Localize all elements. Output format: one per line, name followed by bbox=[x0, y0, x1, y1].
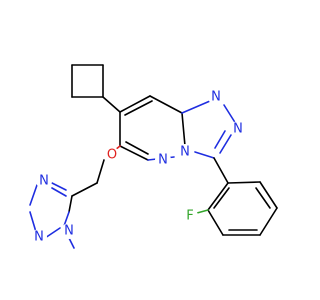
atom-n-label: N bbox=[211, 90, 221, 105]
methyl-triazole-ring bbox=[29, 181, 98, 249]
bond bbox=[207, 182, 229, 211]
bond bbox=[29, 184, 38, 206]
bond bbox=[223, 104, 237, 125]
cyclobutyl-group bbox=[71, 64, 121, 113]
bond bbox=[255, 187, 271, 209]
atom-labels: N N N N O F N N N bbox=[31, 89, 246, 245]
bond bbox=[196, 209, 209, 214]
atom-n-label: N bbox=[233, 122, 243, 137]
atom-n-label: N bbox=[158, 153, 168, 168]
atom-label-background bbox=[182, 208, 198, 224]
bond bbox=[219, 134, 232, 154]
atom-label-background bbox=[31, 229, 47, 245]
bond bbox=[49, 181, 67, 191]
bond bbox=[71, 182, 98, 197]
bond bbox=[213, 187, 230, 209]
bond bbox=[259, 207, 278, 236]
bond bbox=[194, 151, 215, 159]
bond bbox=[207, 209, 224, 236]
bond bbox=[213, 157, 229, 184]
atom-label-background bbox=[104, 147, 120, 163]
fused-triazole-ring bbox=[181, 100, 237, 159]
atom-n-label: N bbox=[64, 224, 74, 239]
bond bbox=[96, 159, 105, 184]
atom-n-label: N bbox=[180, 145, 190, 160]
atom-label-background bbox=[61, 223, 77, 239]
atom-o-label: O bbox=[107, 148, 117, 163]
bond bbox=[119, 145, 149, 161]
atom-n-label: N bbox=[39, 174, 49, 189]
bond bbox=[102, 96, 121, 113]
pyridazine-ring bbox=[119, 95, 186, 161]
bond bbox=[125, 141, 149, 155]
bond bbox=[63, 211, 70, 227]
bond bbox=[51, 187, 67, 197]
atom-label-background bbox=[177, 144, 193, 160]
bond bbox=[124, 100, 153, 116]
atom-label-background bbox=[230, 121, 246, 137]
bond bbox=[68, 195, 73, 213]
atom-label-background bbox=[36, 173, 52, 189]
molecule-structure-diagram: N N N N O F N N N bbox=[29, 64, 278, 249]
bond bbox=[181, 112, 186, 147]
bond bbox=[149, 95, 183, 114]
atom-n-label: N bbox=[34, 230, 44, 245]
bond bbox=[214, 130, 226, 149]
bond bbox=[119, 95, 151, 113]
bond bbox=[181, 100, 211, 114]
bond bbox=[29, 211, 37, 233]
atom-label-background bbox=[208, 89, 224, 105]
bond bbox=[44, 227, 61, 239]
atom-f-label: F bbox=[186, 209, 193, 224]
bond bbox=[227, 181, 261, 184]
bond bbox=[259, 181, 278, 209]
fluorophenyl-ring bbox=[196, 157, 278, 236]
atom-label-background bbox=[155, 152, 171, 168]
